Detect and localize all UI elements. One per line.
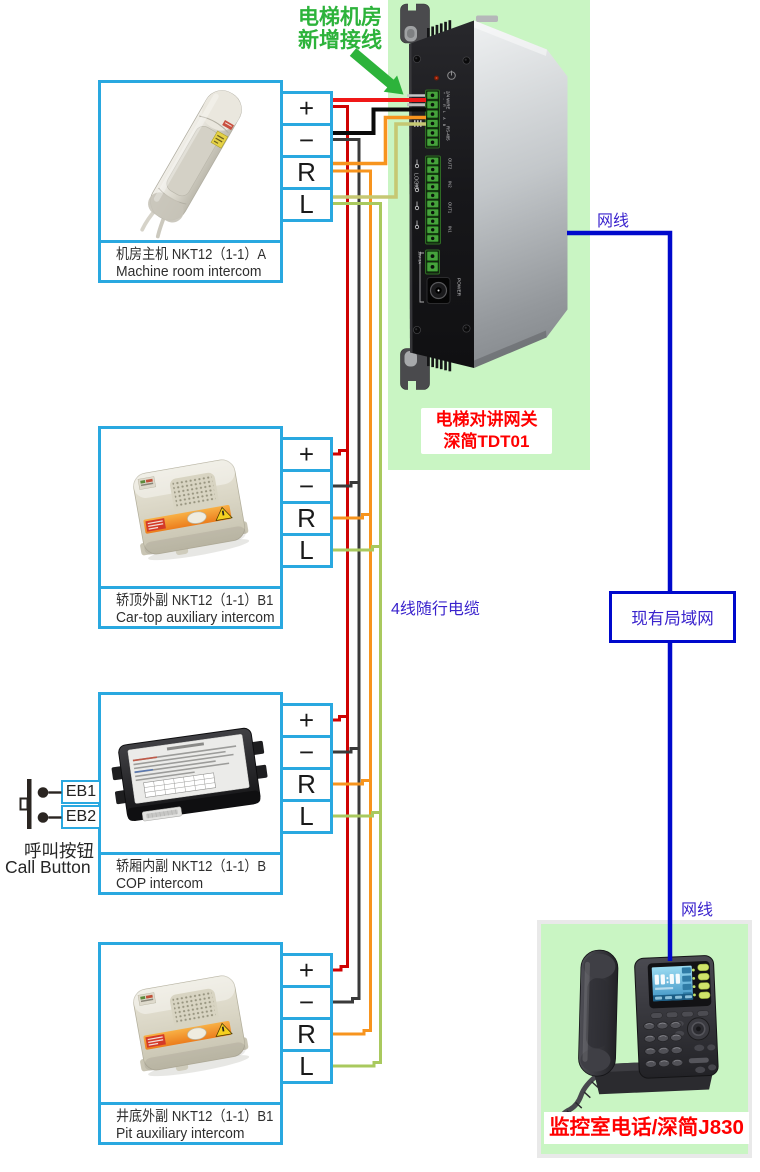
device-box-machine-room: 机房主机 NKT12（1-1）A Machine room intercom bbox=[98, 80, 283, 283]
terminal-plus-car-top: + bbox=[280, 436, 333, 472]
device-name-zh: 机房主机 NKT12（1-1）A bbox=[116, 247, 267, 263]
wire-olive-stub-cop bbox=[333, 811, 381, 818]
terminal-label: L bbox=[299, 189, 314, 219]
gateway-label-line1: 电梯对讲网关 bbox=[435, 410, 538, 429]
device-name-en: Pit auxiliary intercom bbox=[116, 1126, 245, 1142]
device-box-divider bbox=[98, 852, 283, 855]
note-line2: 新增接线 bbox=[298, 29, 382, 52]
eb1-label: EB1 bbox=[65, 783, 97, 800]
lan-box: 现有局域网 bbox=[609, 591, 736, 643]
terminal-label: + bbox=[298, 93, 315, 123]
terminal-label: + bbox=[298, 955, 315, 985]
device-box-divider bbox=[98, 240, 283, 243]
terminal-r-car-top: R bbox=[280, 500, 333, 536]
device-box-label: 井底外副 NKT12（1-1）B1 Pit auxiliary intercom bbox=[116, 1109, 278, 1143]
eb2-box: EB2 bbox=[61, 805, 101, 829]
terminal-label: − bbox=[298, 125, 315, 155]
device-box-label: 轿厢内副 NKT12（1-1）B COP intercom bbox=[116, 859, 278, 893]
device-box-divider bbox=[98, 1102, 283, 1105]
lan-label: 现有局域网 bbox=[631, 610, 714, 628]
gateway-label-line2: 深简TDT01 bbox=[443, 432, 530, 451]
terminal-minus-car-top: − bbox=[280, 468, 333, 504]
terminal-plus-cop: + bbox=[280, 702, 333, 738]
eb2-label: EB2 bbox=[65, 808, 97, 825]
wire-orange-stub-cartop bbox=[333, 513, 371, 520]
device-name-en: Machine room intercom bbox=[116, 264, 262, 280]
device-box-label: 机房主机 NKT12（1-1）A Machine room intercom bbox=[116, 247, 278, 281]
wire-black-trunk bbox=[333, 138, 361, 1004]
wire-red-stub-cartop bbox=[333, 449, 348, 456]
wire-olive-trunk bbox=[333, 202, 382, 1068]
machine-room-note: 电梯机房 新增接线 bbox=[297, 6, 383, 52]
terminal-label: R bbox=[297, 769, 316, 799]
device-name-en: COP intercom bbox=[116, 876, 204, 892]
wire-red-stub-cop bbox=[333, 715, 348, 722]
terminal-label: R bbox=[297, 503, 316, 533]
terminal-plus-machine-room: + bbox=[280, 90, 333, 126]
call-button-graphic bbox=[19, 779, 62, 829]
wire-orange-stub-cop bbox=[333, 779, 371, 786]
terminal-l-pit: L bbox=[280, 1048, 333, 1084]
wire-black-stub-cop bbox=[333, 747, 359, 754]
device-box-pit: 井底外副 NKT12（1-1）B1 Pit auxiliary intercom bbox=[98, 942, 283, 1145]
terminal-label: L bbox=[299, 801, 314, 831]
wire-orange-trunk bbox=[333, 169, 372, 1036]
terminal-label: − bbox=[298, 471, 315, 501]
device-box-label: 轿顶外副 NKT12（1-1）B1 Car-top auxiliary inte… bbox=[116, 593, 278, 627]
device-box-cop: 轿厢内副 NKT12（1-1）B COP intercom bbox=[98, 692, 283, 895]
terminal-minus-pit: − bbox=[280, 984, 333, 1020]
device-name-zh: 轿厢内副 NKT12（1-1）B bbox=[116, 859, 267, 875]
net-cable-label-bottom: 网线 bbox=[681, 902, 714, 919]
device-box-divider bbox=[98, 586, 283, 589]
terminal-r-pit: R bbox=[280, 1016, 333, 1052]
device-name-en: Car-top auxiliary intercom bbox=[116, 610, 275, 626]
device-box-car-top: 轿顶外副 NKT12（1-1）B1 Car-top auxiliary inte… bbox=[98, 426, 283, 629]
terminal-r-cop: R bbox=[280, 766, 333, 802]
call-button-label-en: Call Button bbox=[5, 857, 91, 877]
terminal-l-cop: L bbox=[280, 798, 333, 834]
terminal-label: L bbox=[299, 1051, 314, 1081]
gateway-label: 电梯对讲网关 深简TDT01 bbox=[421, 408, 552, 454]
terminal-label: R bbox=[297, 1019, 316, 1049]
traveling-cable-label: 4线随行电缆 bbox=[391, 601, 480, 618]
wire-red-trunk bbox=[333, 105, 349, 972]
terminal-label: + bbox=[298, 705, 315, 735]
net-cable-label-top: 网线 bbox=[597, 213, 630, 230]
terminal-l-machine-room: L bbox=[280, 186, 333, 222]
eb1-box: EB1 bbox=[61, 780, 101, 804]
terminal-label: L bbox=[299, 535, 314, 565]
device-name-zh: 井底外副 NKT12（1-1）B1 bbox=[116, 1109, 274, 1125]
terminal-label: + bbox=[298, 439, 315, 469]
phone-label: 监控室电话/深简J830 bbox=[544, 1112, 749, 1144]
terminal-label: − bbox=[298, 987, 315, 1017]
device-name-zh: 轿顶外副 NKT12（1-1）B1 bbox=[116, 593, 274, 609]
gateway-panel bbox=[388, 0, 590, 470]
terminal-label: − bbox=[298, 737, 315, 767]
terminal-plus-pit: + bbox=[280, 952, 333, 988]
terminal-label: R bbox=[297, 157, 316, 187]
note-line1: 电梯机房 bbox=[298, 6, 382, 29]
wire-black-stub-cartop bbox=[333, 481, 359, 488]
terminal-r-machine-room: R bbox=[280, 154, 333, 190]
terminal-minus-machine-room: − bbox=[280, 122, 333, 158]
terminal-minus-cop: − bbox=[280, 734, 333, 770]
terminal-l-car-top: L bbox=[280, 532, 333, 568]
call-button-label-zh: 呼叫按钮 bbox=[24, 841, 94, 861]
wire-olive-stub-cartop bbox=[333, 545, 381, 552]
